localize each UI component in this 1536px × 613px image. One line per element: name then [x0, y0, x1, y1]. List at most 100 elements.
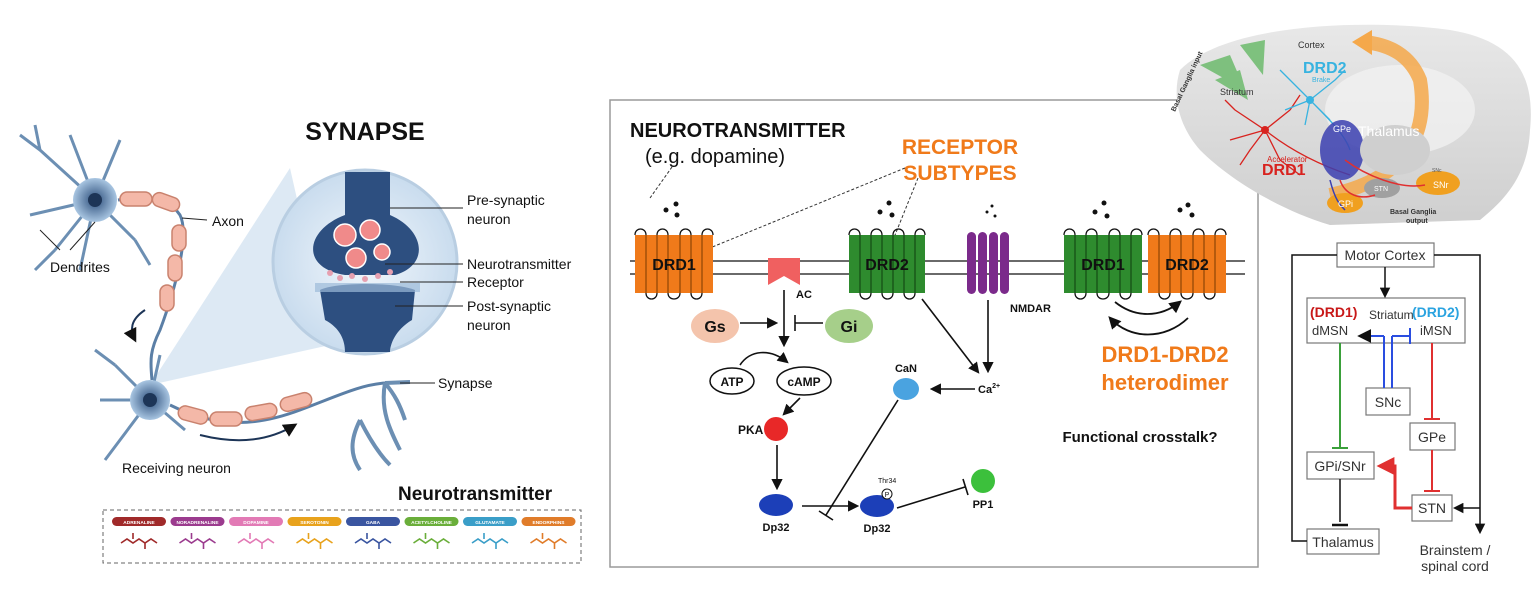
synapse-magnified-circle	[271, 168, 459, 356]
legend-chip	[112, 517, 166, 526]
gpi-snr-box	[1306, 451, 1375, 480]
pre-synaptic-label-2: neuron	[467, 211, 511, 227]
brain-gpe-label: GPe	[1333, 124, 1351, 134]
basal-ganglia-output-label-1: Basal Ganglia	[1390, 209, 1436, 216]
pka-label: PKA	[738, 423, 764, 437]
brain-drd2-label: DRD2	[1303, 60, 1347, 77]
molecule-icon	[413, 533, 450, 549]
snc-box	[1365, 387, 1411, 416]
receiving-neuron	[94, 348, 411, 472]
molecule-icon	[237, 533, 275, 549]
dp32-phospho-node	[860, 495, 894, 517]
crosstalk-label: Functional crosstalk?	[1062, 429, 1217, 446]
synapse-panel: SYNAPSE Axon Dendrites Pre-synaptic neur…	[19, 118, 582, 564]
molecule-icon	[120, 533, 158, 549]
circuit-panel: Motor Cortex (DRD1) Striatum (DRD2) dMSN…	[1291, 242, 1491, 574]
circuit-snc-label: SNc	[1375, 394, 1401, 410]
gpe-box	[1409, 422, 1456, 451]
legend-chip-label: ENDORPHINS	[533, 520, 566, 526]
phosphate-label: P	[885, 492, 890, 499]
synapse-title: SYNAPSE	[305, 118, 424, 146]
neurotransmitter-legend-box	[102, 509, 582, 564]
atp-label: ATP	[720, 375, 743, 389]
adenylyl-cyclase: AC	[768, 258, 812, 301]
atp-node	[709, 367, 755, 395]
ca-label: Ca2+	[978, 383, 1000, 396]
camp-node	[776, 366, 832, 396]
legend-chip	[463, 517, 517, 526]
nmdar-channel: NMDAR	[967, 232, 1051, 315]
can-label: CaN	[895, 363, 917, 375]
legend-chip	[346, 517, 400, 526]
circuit-brainstem-label-1: Brainstem /	[1420, 542, 1491, 558]
pathway-heading: NEUROTRANSMITTER	[630, 120, 846, 142]
circuit-drd1-label: (DRD1)	[1310, 304, 1357, 320]
can-node	[893, 378, 919, 400]
receptor-subtypes-label-1: RECEPTOR	[902, 136, 1018, 159]
synapse-label: Synapse	[438, 375, 493, 391]
heterodimer-drd2: DRD2	[1147, 228, 1227, 300]
axon-label: Axon	[212, 213, 244, 229]
circuit-gpe-label: GPe	[1418, 429, 1446, 445]
pka-node	[764, 417, 788, 441]
circuit-brainstem-label-2: spinal cord	[1421, 558, 1489, 574]
brain-striatum-label: Striatum	[1220, 87, 1254, 97]
legend-chip-label: ACETYLCHOLINE	[411, 520, 453, 526]
snr-region	[1416, 171, 1460, 195]
drd2-receptor: DRD2	[848, 228, 926, 300]
direct-pathway	[1332, 343, 1348, 449]
heterodimer-drd1-label: DRD1	[1081, 257, 1125, 274]
legend-chip-label: GABA	[366, 520, 381, 526]
legend-chip	[521, 517, 576, 526]
circuit-striatum-label: Striatum	[1369, 308, 1414, 322]
camp-label: cAMP	[787, 375, 820, 389]
legend-chip-label: DOPAMINE	[243, 520, 269, 526]
brain-brake-label: Brake	[1312, 77, 1330, 84]
legend-chip	[287, 517, 342, 526]
circuit-thalamus-label: Thalamus	[1312, 534, 1373, 550]
dopamine-dots	[663, 200, 1195, 219]
circuit-black-connections	[1291, 254, 1486, 542]
legend-chip	[404, 517, 459, 526]
circuit-dmsn-label: dMSN	[1312, 323, 1348, 338]
molecule-icon	[530, 533, 567, 549]
legend-chip	[229, 517, 283, 526]
brain-stn-label: STN	[1374, 186, 1388, 193]
brain-thalamus-label: Thalamus	[1358, 123, 1419, 139]
neurotransmitter-label: Neurotransmitter	[467, 256, 572, 272]
neurotransmitter-legend-title: Neurotransmitter	[398, 484, 553, 505]
pp1-node	[971, 469, 995, 493]
brain-drd1-label: DRD1	[1262, 162, 1306, 179]
dp32-label: Dp32	[763, 522, 790, 534]
drd1-receptor: DRD1	[634, 228, 714, 300]
receptor-label: Receptor	[467, 274, 524, 290]
legend-chip-label: NORADRENALINE	[176, 520, 219, 526]
motor-cortex-box	[1336, 242, 1435, 268]
cell-membrane	[630, 260, 1245, 275]
pp1-label: PP1	[973, 499, 994, 511]
striatum-box	[1306, 297, 1466, 344]
dopamine-pathway	[1357, 328, 1411, 388]
receptor-subtypes-label-2: SUBTYPES	[903, 162, 1016, 185]
thalamus-box	[1306, 528, 1380, 555]
molecule-icon	[354, 533, 392, 549]
gi-label: Gi	[841, 319, 858, 336]
circuit-stn-label: STN	[1418, 500, 1446, 516]
receiving-neuron-label: Receiving neuron	[122, 460, 231, 476]
heterodimer-drd2-label: DRD2	[1165, 257, 1209, 274]
brain-snr-label: SNr	[1433, 180, 1449, 190]
drd1-label: DRD1	[652, 257, 696, 274]
indirect-pathway	[1376, 343, 1440, 510]
pathway-heading-example: (e.g. dopamine)	[645, 146, 785, 168]
nmdar-label: NMDAR	[1010, 303, 1051, 315]
heterodimer-drd1: DRD1	[1063, 228, 1143, 300]
drd2-label: DRD2	[865, 257, 909, 274]
molecule-icon	[179, 533, 216, 549]
heterodimer-label-2: heterodimer	[1101, 370, 1229, 395]
sending-neuron	[19, 124, 187, 381]
pre-synaptic-label-1: Pre-synaptic	[467, 192, 545, 208]
heterodimer-arrows	[1108, 300, 1189, 336]
dendrites-label: Dendrites	[50, 259, 110, 275]
